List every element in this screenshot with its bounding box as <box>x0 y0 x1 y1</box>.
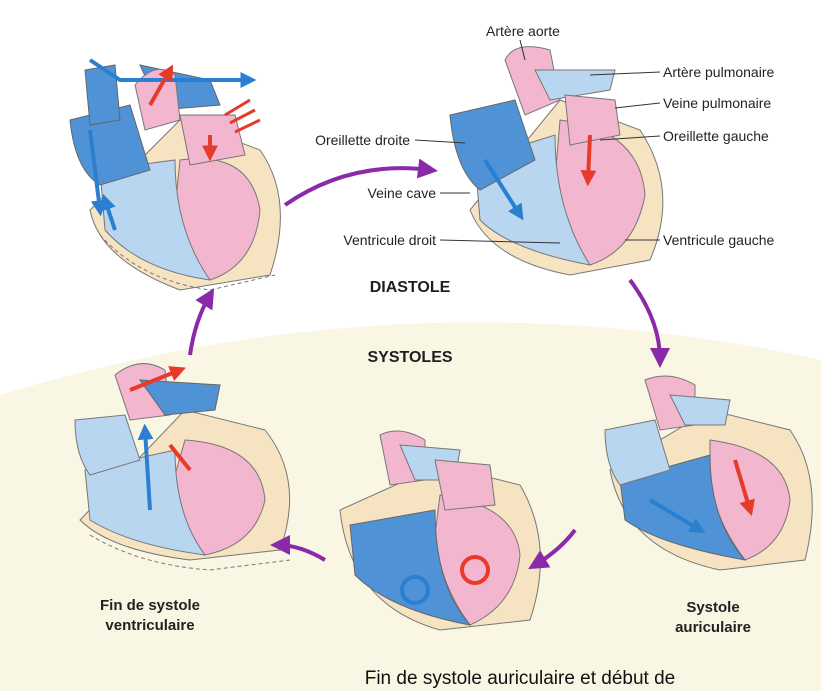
caption-bottom: Fin de systole auriculaire et début de <box>365 668 676 689</box>
caption-fin-systole-ventriculaire-2: ventriculaire <box>105 617 194 634</box>
label-veine-cave: Veine cave <box>368 185 437 201</box>
label-ventricule-droit: Ventricule droit <box>343 232 436 248</box>
label-artere-aorte: Artère aorte <box>486 23 560 39</box>
heading-diastole: DIASTOLE <box>370 279 451 296</box>
heart-diastole-start <box>70 60 280 290</box>
label-oreillette-droite: Oreillette droite <box>315 132 410 148</box>
label-ventricule-gauche: Ventricule gauche <box>663 232 775 248</box>
left-atrium <box>435 460 495 510</box>
heading-systoles: SYSTOLES <box>367 349 452 366</box>
vena-cava <box>85 65 120 125</box>
flow-red <box>588 135 590 180</box>
leader-veine-pulm <box>615 103 660 108</box>
caption-systole-auriculaire-1: Systole <box>686 599 739 616</box>
caption-systole-auriculaire-2: auriculaire <box>675 619 751 636</box>
label-oreillette-gauche: Oreillette gauche <box>663 128 769 144</box>
label-veine-pulmonaire: Veine pulmonaire <box>663 95 771 111</box>
label-artere-pulmonaire: Artère pulmonaire <box>663 64 774 80</box>
caption-fin-systole-ventriculaire-1: Fin de systole <box>100 597 200 614</box>
